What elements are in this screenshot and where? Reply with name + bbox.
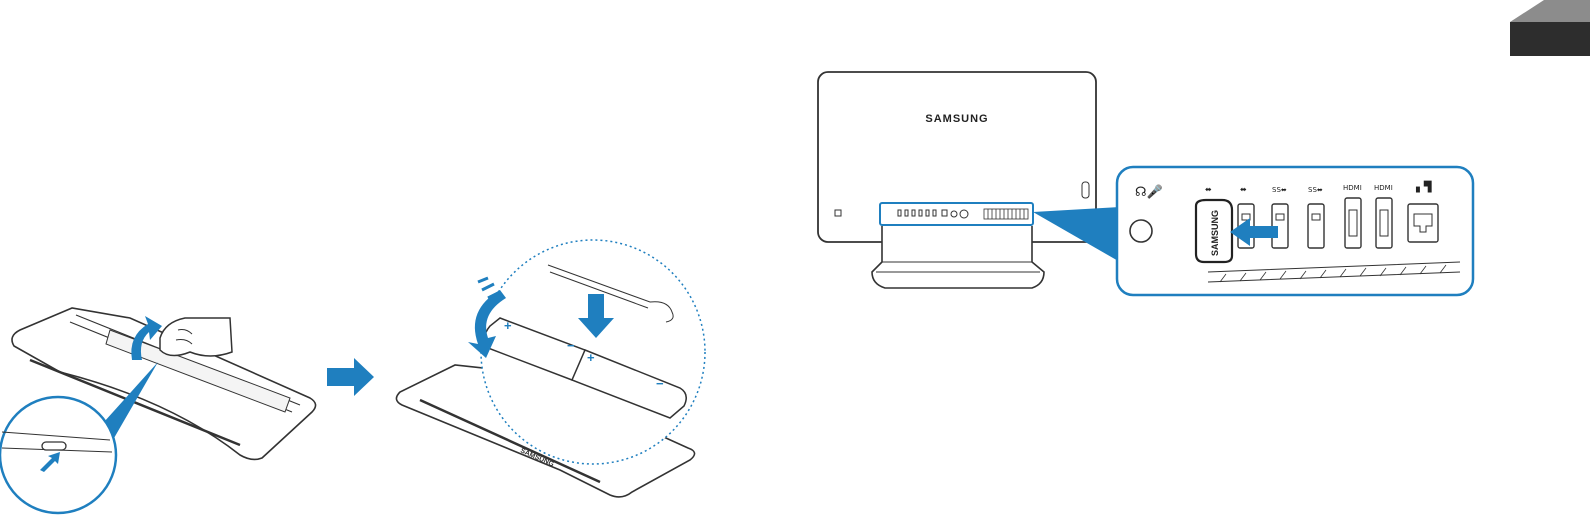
- usb-label-2: ⬌: [1240, 185, 1247, 194]
- hdmi-label-2: HDMI: [1374, 184, 1393, 192]
- monitor-back-illustration: SAMSUNG: [818, 72, 1120, 288]
- headphone-jack: [1130, 220, 1152, 242]
- lan-icon: ▖▜: [1415, 180, 1432, 193]
- monitor-logo: SAMSUNG: [925, 113, 988, 125]
- battery-minus-2: −: [656, 376, 664, 391]
- page-tab-block: [1510, 22, 1590, 56]
- usb-label-1: ⬌: [1205, 185, 1212, 194]
- port-zoom-panel: ☊🎤 ⬌ ⬌ SS⬌ SS⬌ HDMI HDMI ▖▜ SAMSUNG: [1117, 167, 1473, 295]
- hdmi-port-1: [1345, 198, 1361, 248]
- battery-plus-1: +: [504, 318, 512, 333]
- dongle-logo: SAMSUNG: [1210, 210, 1220, 256]
- hdmi-port-2: [1376, 198, 1392, 248]
- headphone-mic-icon: ☊🎤: [1135, 183, 1163, 200]
- usb3-label-1: SS⬌: [1272, 186, 1287, 194]
- hdmi-label-1: HDMI: [1343, 184, 1362, 192]
- battery-plus-2: +: [587, 350, 595, 365]
- keyboard-open-lid-illustration: [0, 308, 316, 513]
- page-tab: [1510, 0, 1590, 56]
- lan-port: [1408, 204, 1438, 242]
- keyboard-insert-battery-illustration: SAMSUNG + − + −: [396, 240, 705, 497]
- usb3-port-2: [1308, 204, 1324, 248]
- battery-minus-1: −: [567, 338, 575, 353]
- right-arrow-icon: [327, 358, 374, 396]
- hand: [160, 318, 232, 356]
- monitor-stand: [872, 226, 1044, 288]
- usb3-label-2: SS⬌: [1308, 186, 1323, 194]
